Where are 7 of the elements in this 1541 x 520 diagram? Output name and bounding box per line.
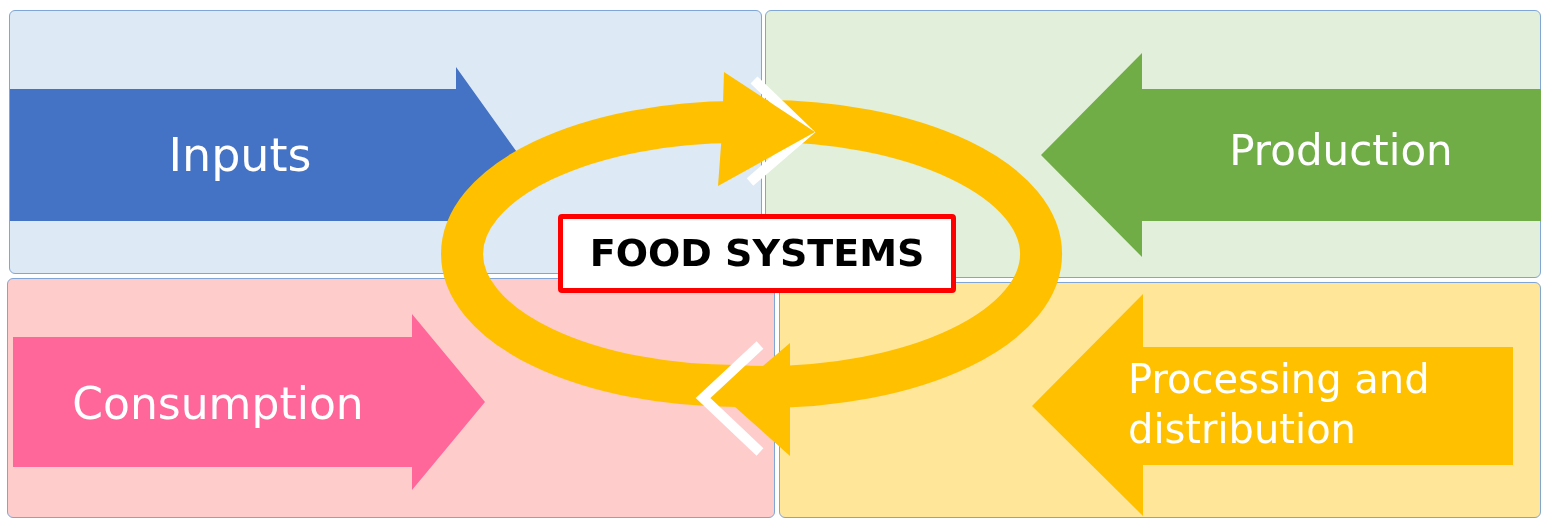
arrow-label: Production	[1228, 125, 1454, 177]
arrow-label: Processing and distribution	[1128, 355, 1431, 454]
title-box	[558, 214, 956, 293]
arrow-label: Consumption	[71, 377, 365, 431]
quadrant-panel	[779, 282, 1541, 518]
title-text: FOOD SYSTEMS	[589, 230, 925, 277]
arrow-label: Inputs	[167, 127, 313, 184]
